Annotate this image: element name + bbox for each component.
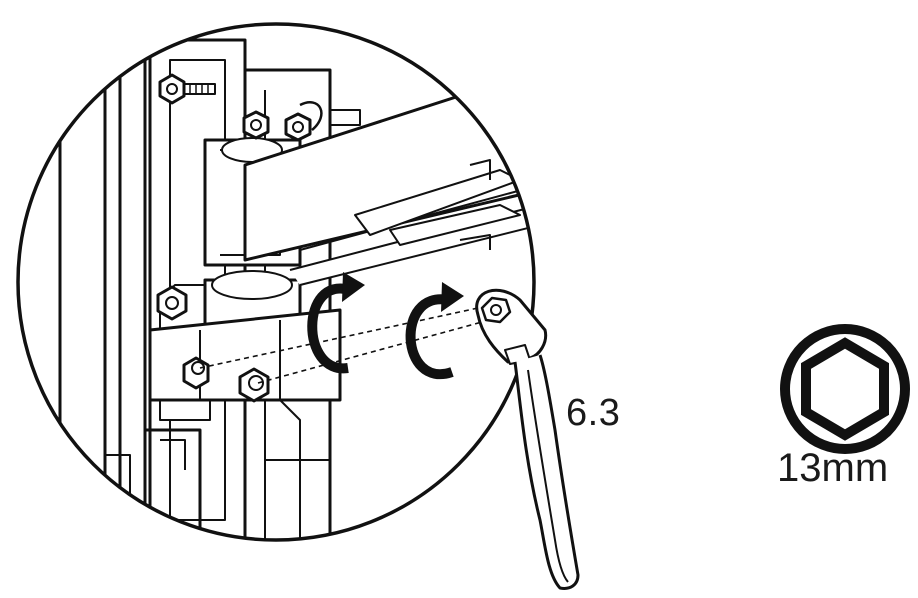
zoom-detail: [58, 24, 534, 540]
alignment-lines: [199, 307, 483, 384]
rotation-arrowhead-icon: [441, 282, 464, 312]
hex-socket-icon: [780, 324, 910, 454]
step-number: 6.3: [566, 392, 621, 434]
plate-bolt-top: [158, 73, 216, 105]
counter-clockwise-arrow-icon: [307, 283, 352, 374]
counter-clockwise-arrow-icon: [405, 294, 454, 380]
socket-size-label: 13mm: [777, 446, 889, 490]
bracket-bolts-top: [242, 101, 361, 142]
ratchet-wrench-icon: [475, 288, 580, 590]
plate-bolt-middle: [156, 285, 188, 321]
lower-bolt-right: [238, 367, 270, 403]
rotation-arrowhead-icon: [342, 272, 365, 302]
zoom-circle: [16, 22, 536, 542]
lower-bolt-left: [182, 356, 210, 390]
